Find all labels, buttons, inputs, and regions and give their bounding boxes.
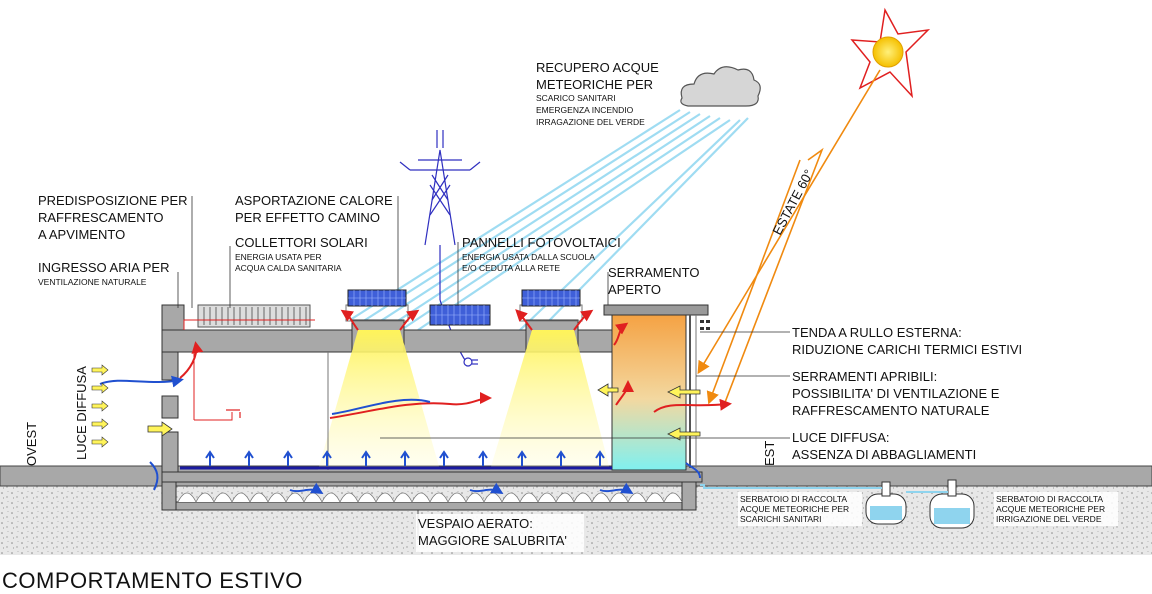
floor-air-arrow <box>361 450 371 466</box>
svg-text:POSSIBILITA' DI VENTILAZIONE E: POSSIBILITA' DI VENTILAZIONE E <box>792 386 1000 401</box>
label-pannelli: PANNELLI FOTOVOLTAICI ENERGIA USATA DALL… <box>462 235 621 273</box>
svg-text:PREDISPOSIZIONE PER: PREDISPOSIZIONE PER <box>38 193 188 208</box>
svg-text:SCARICO SANITARI: SCARICO SANITARI <box>536 93 616 103</box>
vespaio-arches <box>177 492 683 503</box>
floor-air-arrow <box>556 450 566 466</box>
floor-air-arrow <box>283 450 293 466</box>
svg-text:EMERGENZA INCENDIO: EMERGENZA INCENDIO <box>536 105 634 115</box>
sun-ray <box>697 69 881 406</box>
svg-text:SERRAMENTO: SERRAMENTO <box>608 265 700 280</box>
leader-lines <box>177 196 790 540</box>
solar-collectors <box>197 304 311 328</box>
svg-text:SERRAMENTI APRIBILI:: SERRAMENTI APRIBILI: <box>792 369 937 384</box>
svg-text:ASPORTAZIONE CALORE: ASPORTAZIONE CALORE <box>235 193 393 208</box>
floor-air-arrow <box>244 450 254 466</box>
label-tenda: TENDA A RULLO ESTERNA: RIDUZIONE CARICHI… <box>792 325 1022 357</box>
floor-air-arrow <box>478 450 488 466</box>
svg-text:METEORICHE PER: METEORICHE PER <box>536 77 653 92</box>
pv-panels <box>347 289 581 326</box>
floor-air-arrow <box>400 450 410 466</box>
chimney-arrows <box>340 309 594 331</box>
hot-pipe-tap <box>194 412 233 421</box>
label-collettori: COLLETTORI SOLARI ENERGIA USATA PER ACQU… <box>235 235 368 273</box>
floor-air-arrow <box>595 450 605 466</box>
svg-text:ENERGIA USATA DALLA SCUOLA: ENERGIA USATA DALLA SCUOLA <box>462 252 595 262</box>
water-pipe <box>700 484 948 493</box>
canopy <box>603 304 709 316</box>
svg-text:RIDUZIONE CARICHI TERMICI ESTI: RIDUZIONE CARICHI TERMICI ESTIVI <box>792 342 1022 357</box>
svg-text:E/O CEDUTA ALLA RETE: E/O CEDUTA ALLA RETE <box>462 263 560 273</box>
air-flows <box>99 322 732 495</box>
light-cone-left <box>318 330 440 470</box>
floor-air-arrow <box>439 450 449 466</box>
svg-text:SERBATOIO DI RACCOLTA: SERBATOIO DI RACCOLTA <box>996 494 1103 504</box>
svg-text:ACQUA CALDA SANITARIA: ACQUA CALDA SANITARIA <box>235 263 342 273</box>
svg-text:A APVIMENTO: A APVIMENTO <box>38 227 125 242</box>
svg-text:RAFFRESCAMENTO NATURALE: RAFFRESCAMENTO NATURALE <box>792 403 990 418</box>
label-luce-est: LUCE DIFFUSA: ASSENZA DI ABBAGLIAMENTI <box>792 430 976 462</box>
svg-text:APERTO: APERTO <box>608 282 661 297</box>
svg-text:LUCE DIFFUSA:: LUCE DIFFUSA: <box>792 430 890 445</box>
svg-text:INGRESSO ARIA PER: INGRESSO ARIA PER <box>38 260 170 275</box>
svg-text:PER EFFETTO CAMINO: PER EFFETTO CAMINO <box>235 210 380 225</box>
pylon-plug-icon <box>463 357 478 367</box>
roller-blind <box>700 320 710 330</box>
floor-air-arrow <box>205 450 215 466</box>
hot-pipe-top <box>183 319 315 330</box>
svg-text:ASSENZA DI ABBAGLIAMENTI: ASSENZA DI ABBAGLIAMENTI <box>792 447 976 462</box>
light-cone-right <box>490 330 610 470</box>
svg-text:ENERGIA USATA PER: ENERGIA USATA PER <box>235 252 322 262</box>
svg-text:MAGGIORE SALUBRITA': MAGGIORE SALUBRITA' <box>418 533 567 548</box>
label-serbatoio2: SERBATOIO DI RACCOLTA ACQUE METEORICHE P… <box>994 492 1118 526</box>
label-ingresso-aria: INGRESSO ARIA PER VENTILAZIONE NATURALE <box>38 260 170 287</box>
label-raffrescamento: PREDISPOSIZIONE PER RAFFRESCAMENTO A APV… <box>38 193 188 242</box>
svg-text:PANNELLI FOTOVOLTAICI: PANNELLI FOTOVOLTAICI <box>462 235 621 250</box>
svg-text:ACQUE METEORICHE PER: ACQUE METEORICHE PER <box>740 504 849 514</box>
svg-text:TENDA A RULLO ESTERNA:: TENDA A RULLO ESTERNA: <box>792 325 962 340</box>
water-tank-irrigation <box>929 479 975 529</box>
svg-text:SCARICHI SANITARI: SCARICHI SANITARI <box>740 514 822 524</box>
west-light-arrows <box>91 364 109 448</box>
water-tank-sanitary <box>865 481 907 525</box>
svg-text:IRRAGAZIONE DEL VERDE: IRRAGAZIONE DEL VERDE <box>536 117 645 127</box>
svg-text:VENTILAZIONE NATURALE: VENTILAZIONE NATURALE <box>38 277 147 287</box>
sun-icon <box>850 7 931 99</box>
svg-text:ACQUE METEORICHE PER: ACQUE METEORICHE PER <box>996 504 1105 514</box>
svg-text:VESPAIO AERATO:: VESPAIO AERATO: <box>418 516 533 531</box>
svg-text:IRRIGAZIONE DEL VERDE: IRRIGAZIONE DEL VERDE <box>996 514 1102 524</box>
label-serbatoio1: SERBATOIO DI RACCOLTA ACQUE METEORICHE P… <box>738 492 862 526</box>
label-serramento: SERRAMENTO APERTO <box>608 265 700 297</box>
light-arrows <box>147 383 701 441</box>
svg-text:SERBATOIO DI RACCOLTA: SERBATOIO DI RACCOLTA <box>740 494 847 504</box>
floor-air-arrows <box>205 450 605 466</box>
floor-air-arrow <box>322 450 332 466</box>
label-est: EST <box>762 441 777 466</box>
label-asportazione: ASPORTAZIONE CALORE PER EFFETTO CAMINO <box>235 193 393 225</box>
svg-text:RAFFRESCAMENTO: RAFFRESCAMENTO <box>38 210 163 225</box>
label-serramenti: SERRAMENTI APRIBILI: POSSIBILITA' DI VEN… <box>792 369 1000 418</box>
label-luce-diffusa-vertical: LUCE DIFFUSA <box>74 366 89 460</box>
cloud-icon <box>680 66 761 107</box>
tap-icon <box>226 409 241 418</box>
label-recupero: RECUPERO ACQUE METEORICHE PER SCARICO SA… <box>536 60 659 127</box>
svg-text:COLLETTORI SOLARI: COLLETTORI SOLARI <box>235 235 368 250</box>
floor-air-arrow <box>517 450 527 466</box>
label-ovest: OVEST <box>24 422 39 466</box>
svg-text:RECUPERO ACQUE: RECUPERO ACQUE <box>536 60 659 75</box>
label-vespaio: VESPAIO AERATO: MAGGIORE SALUBRITA' <box>416 514 584 552</box>
page-title: COMPORTAMENTO ESTIVO <box>2 568 303 593</box>
